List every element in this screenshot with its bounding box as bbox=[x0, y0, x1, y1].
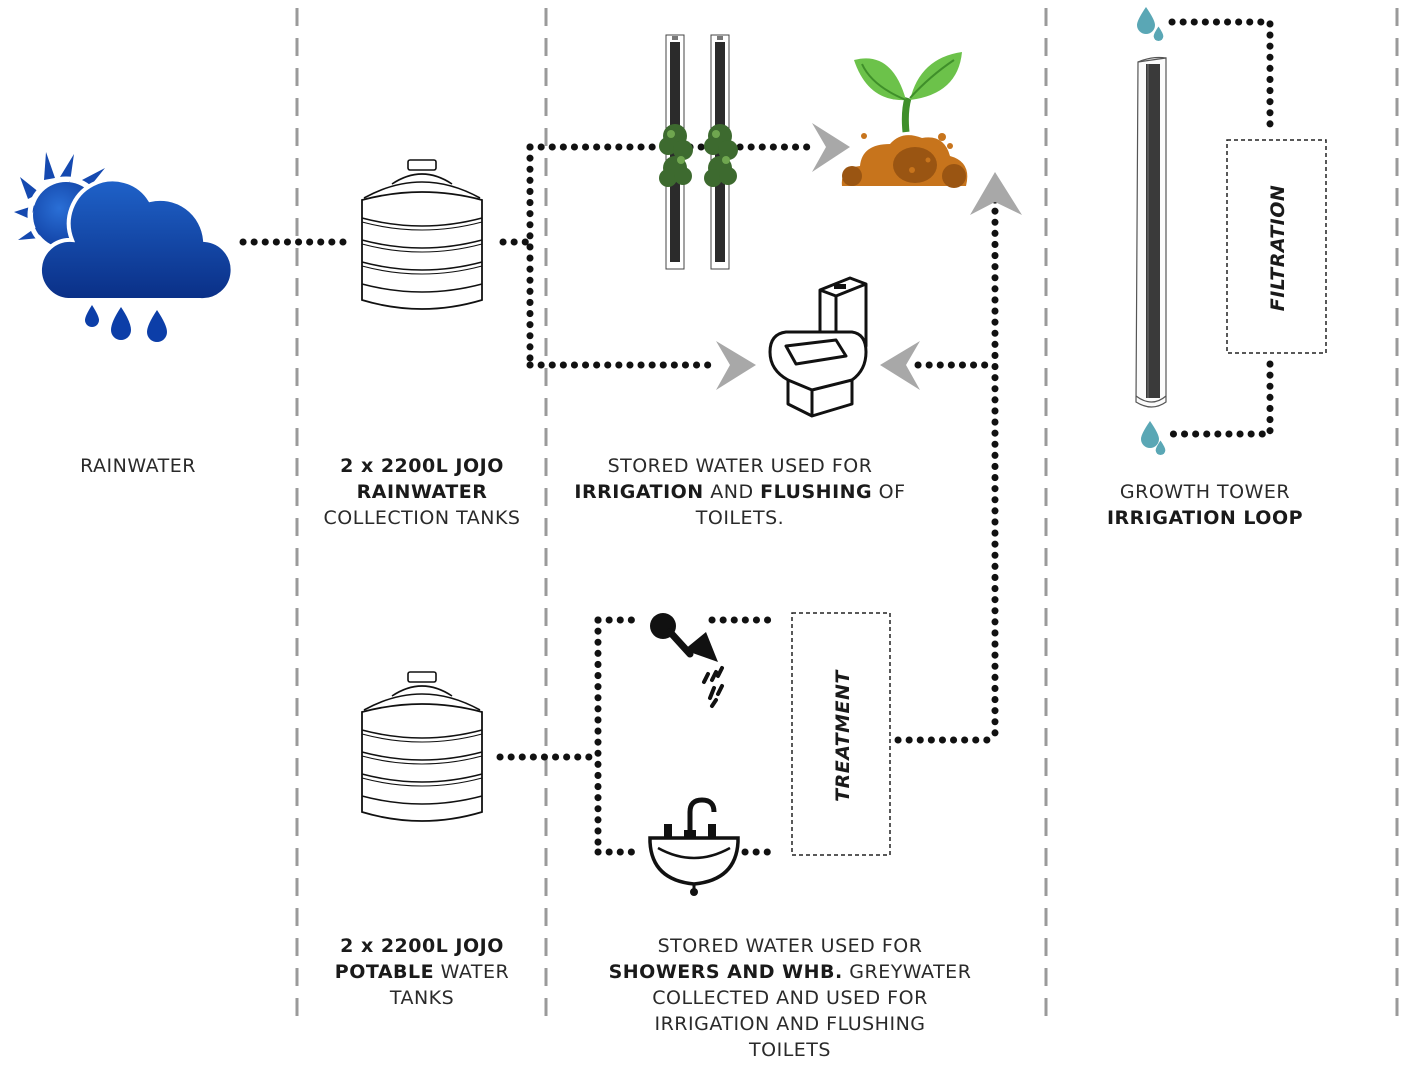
growth-towers bbox=[659, 34, 738, 270]
sprout-soil-icon bbox=[841, 52, 968, 188]
filtration-box: FILTRATION bbox=[1226, 139, 1327, 354]
caption-potable-tanks: 2 x 2200L JOJO POTABLE WATER TANKS bbox=[300, 933, 544, 1011]
greywater-greywater: GREYWATER bbox=[842, 961, 972, 983]
growth-tower-loop bbox=[1135, 7, 1167, 455]
arrow-to-toilet-from-left bbox=[716, 341, 756, 390]
flow-arrows bbox=[716, 123, 1022, 390]
potable-tank-icon bbox=[361, 671, 483, 822]
rainwater-tank-icon bbox=[361, 159, 483, 310]
rain-tanks-line-2: RAINWATER bbox=[356, 481, 488, 503]
stored-irrigation-of: OF bbox=[872, 481, 906, 503]
caption-rainwater-text: RAINWATER bbox=[80, 455, 196, 477]
growth-tower-line-2: IRRIGATION LOOP bbox=[1106, 507, 1304, 529]
tower-foliage bbox=[659, 124, 738, 187]
stored-irrigation-line-3: TOILETS. bbox=[695, 507, 785, 529]
treatment-box: TREATMENT bbox=[791, 612, 891, 856]
water-drop-icon bbox=[1137, 7, 1155, 34]
toilet-icon bbox=[768, 276, 868, 418]
greywater-showers: SHOWERS AND WHB. bbox=[608, 961, 843, 983]
water-drop-icon bbox=[1153, 26, 1164, 41]
potable-tanks-line-3: TANKS bbox=[389, 987, 455, 1009]
flow-lines bbox=[239, 18, 1274, 856]
greywater-line-4: IRRIGATION AND FLUSHING bbox=[654, 1013, 926, 1035]
filtration-label: FILTRATION bbox=[1267, 185, 1289, 312]
arrow-to-plant bbox=[812, 123, 850, 172]
potable-tanks-potable: POTABLE bbox=[334, 961, 435, 983]
stored-irrigation-irrigation: IRRIGATION bbox=[574, 481, 704, 503]
wash-basin-icon bbox=[648, 797, 740, 896]
caption-rainwater: RAINWATER bbox=[30, 453, 246, 479]
rain-tanks-line-1: 2 x 2200L JOJO bbox=[340, 455, 504, 477]
caption-greywater: STORED WATER USED FOR SHOWERS AND WHB. G… bbox=[580, 933, 1000, 1063]
flow-loop-bottom bbox=[1168, 360, 1274, 438]
potable-tanks-line-1: 2 x 2200L JOJO bbox=[340, 935, 504, 957]
treatment-label: TREATMENT bbox=[832, 669, 854, 802]
flow-loop-top bbox=[1168, 18, 1274, 136]
greywater-line-1: STORED WATER USED FOR bbox=[657, 935, 923, 957]
rain-tanks-line-3: COLLECTION TANKS bbox=[323, 507, 521, 529]
caption-rainwater-tanks: 2 x 2200L JOJO RAINWATER COLLECTION TANK… bbox=[300, 453, 544, 531]
growth-tower-line-1: GROWTH TOWER bbox=[1119, 481, 1291, 503]
caption-stored-irrigation: STORED WATER USED FOR IRRIGATION AND FLU… bbox=[556, 453, 924, 531]
greywater-line-5: TOILETS bbox=[749, 1039, 831, 1061]
stored-irrigation-and: AND bbox=[703, 481, 761, 503]
rain-cloud-sun-icon bbox=[14, 152, 235, 342]
caption-growth-tower: GROWTH TOWER IRRIGATION LOOP bbox=[1080, 479, 1330, 531]
column-dividers bbox=[295, 8, 1399, 1025]
arrow-up-to-plant bbox=[970, 172, 1022, 215]
arrow-to-toilet-from-right bbox=[880, 341, 920, 390]
shower-head-icon bbox=[650, 613, 724, 708]
water-drop-icon bbox=[1141, 421, 1159, 448]
stored-irrigation-flushing: FLUSHING bbox=[760, 481, 873, 503]
stored-irrigation-line-1: STORED WATER USED FOR bbox=[607, 455, 873, 477]
potable-tanks-water: WATER bbox=[434, 961, 510, 983]
greywater-line-3: COLLECTED AND USED FOR bbox=[652, 987, 928, 1009]
